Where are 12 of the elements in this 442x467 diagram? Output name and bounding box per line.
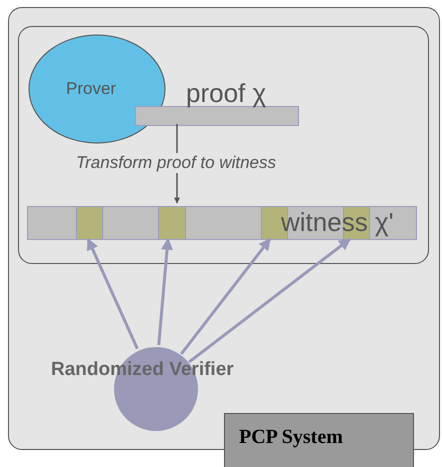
inner-panel <box>18 26 429 264</box>
arrow <box>180 238 272 355</box>
arrow <box>86 238 139 350</box>
node-label: Prover <box>66 79 116 99</box>
queried-cell <box>76 206 103 240</box>
title-label: PCP System <box>224 413 414 467</box>
queried-cell <box>158 206 186 240</box>
bar-label: proof χ <box>186 78 266 109</box>
prover-ellipse <box>28 34 166 144</box>
edge-label: Transform proof to witness <box>76 153 276 173</box>
arrow <box>188 238 351 364</box>
arrow <box>157 238 174 346</box>
